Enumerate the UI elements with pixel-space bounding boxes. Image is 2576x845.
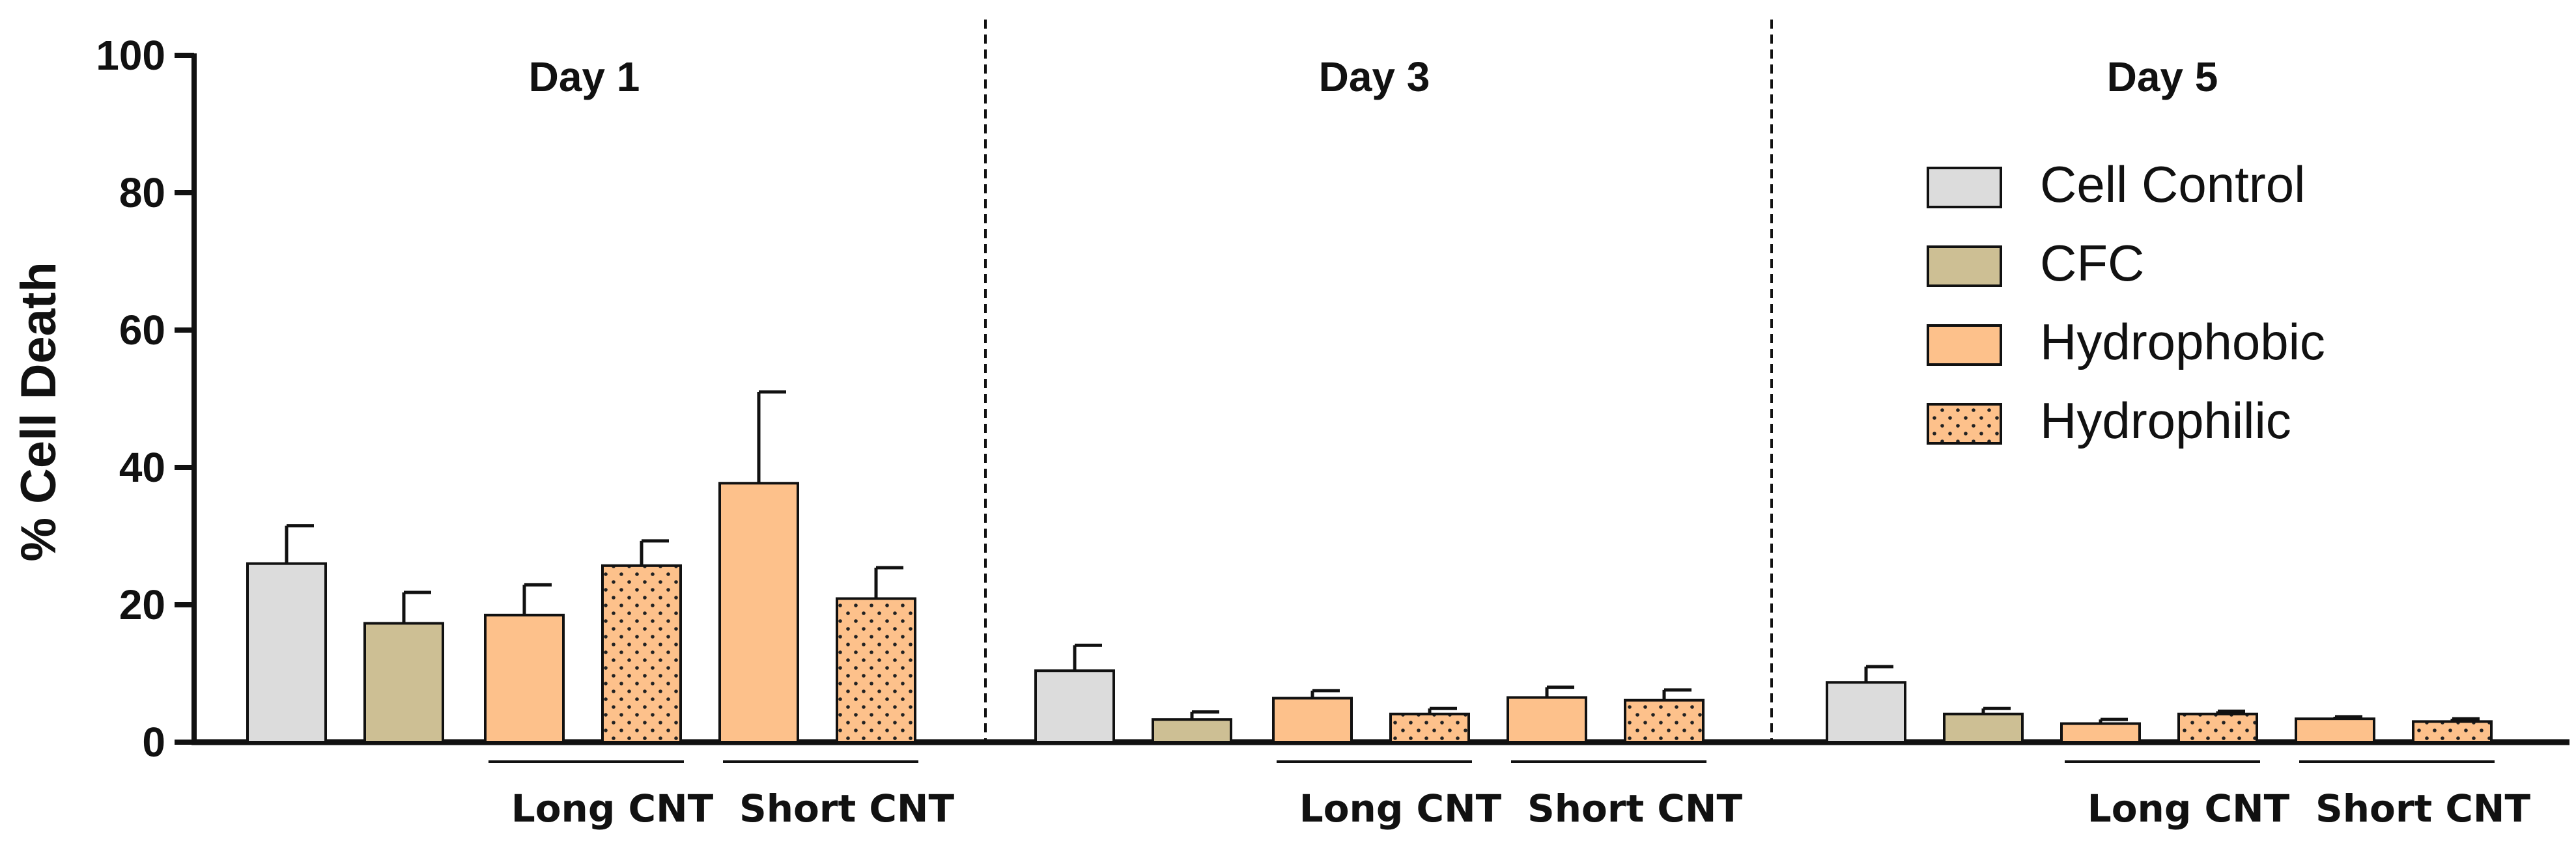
bar-day-3-hydrophobic-short-cnt [1507, 696, 1587, 744]
legend-label-cell-control: Cell Control [2040, 156, 2305, 213]
group-label-short-cnt: Short CNT [1527, 786, 1743, 831]
bar-day-3-cfc [1152, 718, 1232, 744]
bar-day-1-hydrophobic-short-cnt [718, 482, 799, 743]
bar-day-1-cell-control [246, 562, 327, 743]
y-tick-label: 40 [119, 444, 165, 491]
y-tick-label: 60 [119, 307, 165, 353]
group-label-short-cnt: Short CNT [739, 786, 955, 831]
legend-swatch-hydrophilic [1927, 403, 2002, 445]
panel-day-1: Day 1 Long CNT Short CNT [246, 53, 955, 831]
group-label-short-cnt: Short CNT [2315, 786, 2531, 831]
panel-day-3: Day 3 Long CNT Short CNT [1034, 53, 1743, 831]
y-tick-label: 20 [119, 581, 165, 628]
legend-swatch-hydrophobic [1927, 324, 2002, 366]
bar-day-1-hydrophobic-long-cnt [484, 613, 565, 744]
bar-day-3-hydrophilic-short-cnt [1624, 699, 1705, 744]
bar-day-5-hydrophilic-short-cnt [2412, 720, 2493, 743]
legend-label-cfc: CFC [2040, 234, 2144, 292]
bar-day-5-cell-control [1826, 681, 1906, 743]
panel-title: Day 1 [529, 53, 640, 100]
bar-day-5-hydrophobic-long-cnt [2060, 722, 2141, 744]
bar-day-3-hydrophilic-long-cnt [1389, 712, 1470, 743]
group-label-long-cnt: Long CNT [2088, 786, 2290, 831]
legend-label-hydrophobic: Hydrophobic [2040, 313, 2325, 370]
bar-day-3-cell-control [1034, 669, 1115, 744]
bar-day-1-hydrophilic-short-cnt [836, 597, 916, 743]
y-tick-label: 100 [96, 32, 165, 79]
bar-day-1-cfc [363, 622, 444, 743]
bar-day-5-hydrophobic-short-cnt [2295, 717, 2375, 744]
panel-title: Day 5 [2107, 53, 2218, 100]
panel-day-5: Day 5 Long CNT Short CNT [1826, 53, 2531, 831]
y-axis-title: % Cell Death [11, 262, 66, 561]
group-label-long-cnt: Long CNT [1299, 786, 1502, 831]
bar-day-1-hydrophilic-long-cnt [601, 564, 682, 743]
bar-day-5-hydrophilic-long-cnt [2177, 712, 2258, 743]
bar-day-3-hydrophobic-long-cnt [1272, 697, 1353, 743]
y-axis: 0 20 40 60 80 100 % Cell Death [11, 32, 2569, 766]
y-tick-label: 80 [119, 169, 165, 216]
legend-swatch-cell-control [1927, 167, 2002, 208]
y-tick-label: 0 [142, 719, 165, 766]
legend-label-hydrophilic: Hydrophilic [2040, 392, 2291, 449]
bar-day-5-cfc [1943, 712, 2024, 743]
panels: Day 1 Long CNT Short CNT Day 3 Long CNT Short… [246, 20, 2531, 831]
group-label-long-cnt: Long CNT [511, 786, 714, 831]
legend-swatch-cfc [1927, 245, 2002, 287]
panel-title: Day 3 [1319, 53, 1430, 100]
